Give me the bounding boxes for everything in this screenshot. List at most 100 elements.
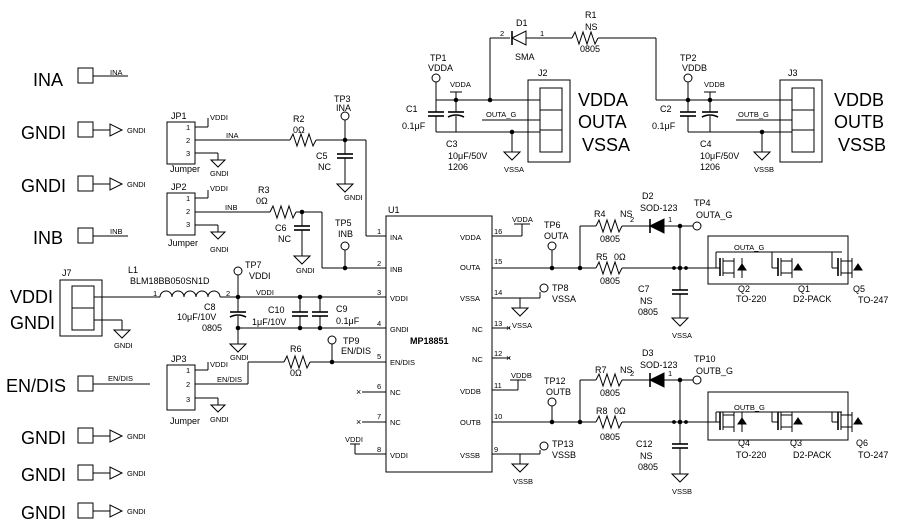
capacitor-c9: C9 0.1μF	[312, 294, 360, 328]
refdes-r6: R6	[290, 344, 302, 354]
net-label-vssa: VSSA	[512, 321, 532, 330]
refdes-d2: D2	[642, 191, 654, 201]
nc-marker-icon: ×	[356, 387, 361, 397]
connector-label-gndi-5: GNDI	[21, 503, 66, 523]
refdes-r8: R8	[596, 406, 608, 416]
refdes-q5: Q5	[853, 284, 865, 294]
testpoint-tp7: TP7 VDDI	[233, 260, 271, 297]
label-vssb: VSSB	[838, 135, 886, 155]
value-r5: 0Ω	[614, 252, 626, 262]
refdes-tp1: TP1	[430, 53, 447, 63]
package-r7: 0805	[600, 388, 620, 398]
value-r3: 0Ω	[256, 196, 268, 206]
ic-pin-number: 1	[377, 227, 381, 236]
net-label-gndi-j7: GNDI	[114, 341, 133, 350]
tp8-label: VSSA	[552, 294, 576, 304]
ic-pin-name: NC	[472, 355, 483, 364]
ic-pin-name: VSSA	[460, 294, 480, 303]
net-label-gndi-3: GNDI	[127, 432, 146, 441]
value-c7: NS	[640, 296, 653, 306]
value-r1: NS	[585, 22, 598, 32]
ic-pin-name: NC	[390, 418, 401, 427]
tp3-label: INA	[336, 103, 351, 113]
net-label-vssa: VSSA	[672, 331, 692, 340]
net-label-vddb: VDDB	[704, 80, 725, 89]
resistor-r4: R4 NS 0805	[594, 209, 650, 244]
ic-pin-number: 10	[494, 412, 502, 421]
refdes-tp8: TP8	[552, 283, 569, 293]
refdes-r3: R3	[258, 185, 270, 195]
ic-part-name: MP18851	[410, 336, 449, 346]
net-label-vddi: VDDI	[210, 360, 228, 369]
net-label-gndi-4: GNDI	[127, 469, 146, 478]
pin-number: 1	[186, 123, 190, 132]
diode-d1: D1 2 1 SMA	[489, 18, 572, 100]
jumper-label: Jumper	[170, 164, 200, 174]
ic-pin-number: 13	[494, 319, 502, 328]
refdes-c8: C8	[204, 302, 216, 312]
refdes-r4: R4	[594, 209, 606, 219]
tp6-label: OUTA	[544, 231, 568, 241]
net-label-gndi: GNDI	[230, 353, 249, 362]
connector-label-gndi-j7: GNDI	[10, 313, 55, 333]
refdes-jp1: JP1	[171, 111, 187, 121]
value-r6: 0Ω	[290, 368, 302, 378]
ground-icon	[292, 255, 312, 265]
testpoint-tp6: TP6 OUTA	[544, 220, 568, 271]
value-c1: 0.1μF	[402, 121, 426, 131]
connector-label-gndi-2: GNDI	[21, 176, 66, 196]
resistor-r1: R1 NS 0805	[571, 10, 657, 100]
ground-icon	[335, 183, 355, 193]
diode-d3: D3 SOD-123 2 1	[630, 348, 680, 388]
ic-pin-number: 7	[377, 412, 381, 421]
connector-label-en-dis: EN/DIS	[6, 376, 66, 396]
net-label-vddi: VDDI	[210, 113, 228, 122]
net-label-vddi: VDDI	[210, 184, 228, 193]
tp7-label: VDDI	[249, 271, 271, 281]
ic-pin-number: 5	[377, 352, 381, 361]
jumper-label: Jumper	[170, 416, 200, 426]
ic-pin-name: VDDI	[390, 294, 408, 303]
ground-icon	[502, 151, 522, 161]
ic-pin-name: INA	[390, 233, 403, 242]
pin-number: 2	[500, 29, 504, 38]
refdes-tp9: TP9	[343, 336, 360, 346]
tp9-label: EN/DIS	[341, 346, 371, 356]
refdes-tp13: TP13	[552, 439, 574, 449]
ground-icon	[209, 159, 227, 168]
resistor-r5: R5 0Ω 0805	[580, 252, 710, 286]
pin-number: 1	[668, 215, 672, 224]
gndi-flag-icon	[109, 429, 124, 443]
refdes-jp2: JP2	[171, 182, 187, 192]
connector-gndi-1: GNDI GNDI	[21, 121, 146, 143]
net-label-gndi: GNDI	[210, 169, 229, 178]
net-label-gndi-1: GNDI	[127, 126, 146, 135]
net-label-en-dis: EN/DIS	[108, 374, 133, 383]
refdes-r2: R2	[293, 114, 305, 124]
resistor-r3: R3 0Ω	[256, 185, 322, 220]
refdes-d1: D1	[516, 18, 528, 28]
value-c4: 10μF/50V	[700, 151, 739, 161]
package-r4: 0805	[600, 234, 620, 244]
refdes-l1: L1	[128, 265, 138, 275]
nc-marker-icon: ×	[356, 417, 361, 427]
connector-label-vddi: VDDI	[10, 287, 53, 307]
net-label-inb: INB	[225, 203, 238, 212]
testpoint-tp5: TP5 INB	[335, 218, 353, 271]
pin-number: 2	[186, 136, 190, 145]
connector-gndi-5: GNDI GNDI	[21, 502, 146, 523]
ground-icon	[670, 317, 690, 327]
ground-icon	[510, 307, 530, 317]
resistor-r2: R2 0Ω	[289, 114, 366, 148]
ground-icon	[228, 343, 248, 353]
pin-number: 1	[153, 289, 157, 298]
refdes-r7: R7	[595, 365, 607, 375]
capacitor-c3: C3 10μF/50V 1206	[446, 100, 487, 172]
net-label-outb-g: OUTB_G	[738, 110, 769, 119]
jumper-jp2: JP2 1 2 3 VDDI INB GNDI Jumper	[166, 182, 270, 254]
capacitor-c4: C4 10μF/50V 1206	[700, 100, 739, 172]
refdes-q4: Q4	[738, 438, 750, 448]
refdes-c6: C6	[275, 223, 287, 233]
connector-label-ina: INA	[33, 70, 63, 90]
package-q1: D2-PACK	[793, 294, 831, 304]
